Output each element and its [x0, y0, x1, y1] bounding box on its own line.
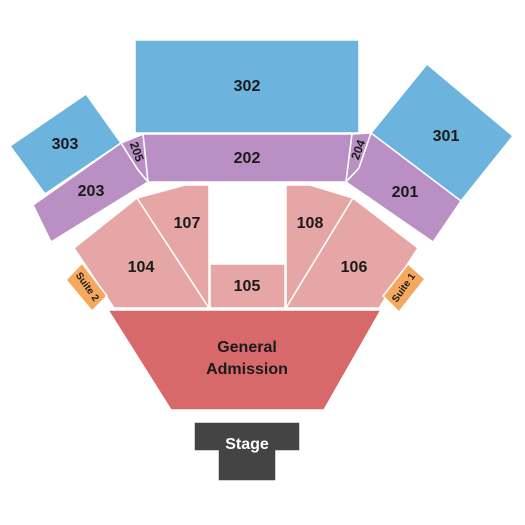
- stage: Stage: [193, 421, 301, 482]
- section-105[interactable]: 105: [209, 263, 286, 309]
- section-201-shape[interactable]: [344, 131, 463, 244]
- section-203-shape[interactable]: [32, 141, 150, 244]
- general-admission-shape[interactable]: [106, 309, 383, 411]
- stage-shape: [193, 421, 301, 482]
- general-admission[interactable]: General Admission: [106, 309, 383, 411]
- section-106-shape[interactable]: [284, 196, 420, 309]
- section-105-shape[interactable]: [209, 263, 286, 309]
- suite-1-shape[interactable]: [382, 262, 427, 314]
- suite-2-shape[interactable]: [64, 261, 108, 313]
- section-202-shape[interactable]: [142, 133, 353, 183]
- section-107-shape[interactable]: [135, 184, 210, 311]
- section-202[interactable]: 202: [142, 133, 353, 183]
- section-302-shape[interactable]: [134, 39, 360, 134]
- section-302[interactable]: 302: [134, 39, 360, 134]
